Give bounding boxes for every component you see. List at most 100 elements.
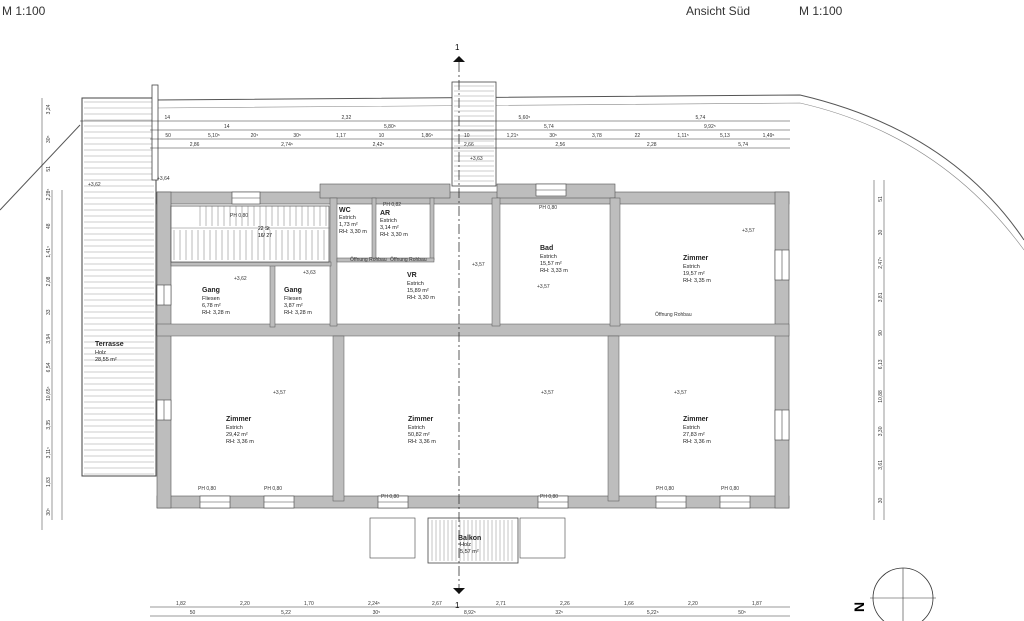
room-gang1-rh: RH: 3,28 m (202, 310, 230, 316)
room-zimmer-w-rh: RH: 3,36 m (226, 439, 254, 445)
ph-label-e2: PH 0,80 (721, 486, 739, 492)
dimension-label: 1,82 (176, 601, 186, 607)
dimension-label: 2,66 (464, 142, 474, 148)
room-zimmer-c-name: Zimmer (408, 416, 434, 423)
room-gang2-area: 3,87 m² (284, 303, 303, 309)
level-gang1: +3,62 (234, 276, 247, 282)
dimension-label: 90 (878, 330, 884, 336)
dimension-label: 2,42⁵ (373, 142, 385, 148)
dimension-label: 2,86 (190, 142, 200, 148)
dimension-label: 1,11⁵ (677, 133, 688, 139)
room-gang2-name: Gang (284, 287, 302, 294)
dimension-label: 2,32 (342, 115, 352, 121)
dimension-label: 1,17 (336, 133, 346, 139)
level-terrasse-top: +3,64 (157, 176, 170, 182)
room-gang2-rh: RH: 3,28 m (284, 310, 312, 316)
level-terrasse: +3,62 (88, 182, 101, 188)
dimension-label: 3,35 (46, 420, 52, 430)
dimension-label: 2,67 (432, 601, 442, 607)
dimension-label: 50 (165, 133, 171, 139)
dimension-label: 3,61 (878, 460, 884, 470)
dimension-label: 3,30 (878, 426, 884, 436)
ph-label-c2: PH 0,80 (540, 494, 558, 500)
ph-label-bad: PH 0,80 (539, 205, 557, 211)
dimension-label: 20⁵ (251, 133, 259, 139)
dimension-label: 50 (190, 610, 196, 616)
dimension-label: 30⁵ (46, 135, 52, 143)
level-bad: +3,57 (537, 284, 550, 290)
scale-right: M 1:100 (799, 4, 843, 18)
dimension-label: 2,47⁵ (878, 257, 884, 269)
dimension-label: 5,74 (738, 142, 748, 148)
dimension-label: 10,65⁵ (46, 386, 52, 401)
dimension-label: 2,56 (555, 142, 565, 148)
dimension-label: 5,13 (720, 133, 730, 139)
inner-walls (156, 197, 790, 502)
dimension-label: 5,10⁵ (208, 133, 220, 139)
section-marker-top: 1 (455, 43, 460, 52)
dimension-label: 30 (878, 497, 884, 503)
dimension-label: 5,74 (544, 124, 554, 130)
north-arrow: N (851, 567, 936, 621)
dimension-label: 9,92⁵ (704, 124, 716, 130)
level-gang2: +3,63 (303, 270, 316, 276)
dimension-label: 33 (46, 309, 52, 315)
ph-label-stair: PH 0,80 (230, 213, 248, 219)
room-vr-name: VR (407, 272, 417, 279)
dimension-label: 14 (224, 124, 230, 130)
dimension-label: 30 (878, 229, 884, 235)
dimension-label: 3,78 (592, 133, 602, 139)
dimension-label: 5,60⁵ (519, 115, 531, 121)
dimension-label: 30⁵ (549, 133, 557, 139)
room-wc-floor: Estrich (339, 215, 356, 221)
dimension-label: 2,20 (240, 601, 250, 607)
room-zimmer-ne-area: 19,57 m² (683, 271, 705, 277)
room-zimmer-ne-rh: RH: 3,35 m (683, 278, 711, 284)
dimension-label: 10,88 (878, 390, 884, 403)
dimension-label: 2,71 (496, 601, 506, 607)
dimension-label: 14 (165, 115, 171, 121)
room-zimmer-c-area: 50,82 m² (408, 432, 430, 438)
dimension-label: 1,70 (304, 601, 314, 607)
balkon-deck (369, 517, 566, 564)
dimension-label: 5,22⁶ (647, 610, 659, 616)
stair-label: 22 St (258, 226, 270, 232)
dimension-label: 2,28⁵ (46, 189, 52, 201)
dimension-label: 10 (379, 133, 385, 139)
dimension-label: 3,94 (46, 334, 52, 344)
dimension-label: 2,08 (46, 276, 52, 286)
room-ar-area: 3,14 m² (380, 225, 399, 231)
room-zimmer-e-area: 27,83 m² (683, 432, 705, 438)
ph-label-w2: PH 0,80 (264, 486, 282, 492)
site-boundary (154, 94, 1024, 241)
dimension-label: 1,86⁵ (421, 133, 433, 139)
room-vr-floor: Estrich (407, 281, 424, 287)
room-gang1-area: 6,78 m² (202, 303, 221, 309)
room-zimmer-c-floor: Estrich (408, 425, 425, 431)
ph-label-e1: PH 0,80 (656, 486, 674, 492)
room-gang1-floor: Fliesen (202, 296, 220, 302)
stair-dims: 16/ 27 (258, 233, 272, 239)
dimension-label: 6,13 (878, 359, 884, 369)
room-balkon-area: 5,57 m² (460, 549, 479, 555)
level-entrance: +3,63 (470, 156, 483, 162)
opening-label-2: Öffnung Rohbau (350, 256, 387, 263)
room-ar-floor: Estrich (380, 218, 397, 224)
room-zimmer-e-rh: RH: 3,36 m (683, 439, 711, 445)
dimension-label: 8,92⁵ (464, 610, 476, 616)
dimension-label: 2,26 (560, 601, 570, 607)
dimension-label: 1,41⁵ (46, 246, 52, 258)
site-boundary-inner (154, 102, 1024, 251)
dimension-label: 30⁵ (293, 133, 301, 139)
dimension-label: 5,22 (281, 610, 291, 616)
dimension-label: 2,24⁵ (368, 601, 380, 607)
dimension-label: 1,83 (46, 477, 52, 487)
room-wc-rh: RH: 3,30 m (339, 229, 367, 235)
room-bad-rh: RH: 3,33 m (540, 268, 568, 274)
room-terrasse-name: Terrasse (95, 341, 124, 348)
room-bad-floor: Estrich (540, 254, 557, 260)
room-zimmer-w-area: 29,42 m² (226, 432, 248, 438)
dimension-label: 51 (878, 196, 884, 202)
dimension-label: 1,87 (752, 601, 762, 607)
room-wc-area: 1,73 m² (339, 222, 358, 228)
